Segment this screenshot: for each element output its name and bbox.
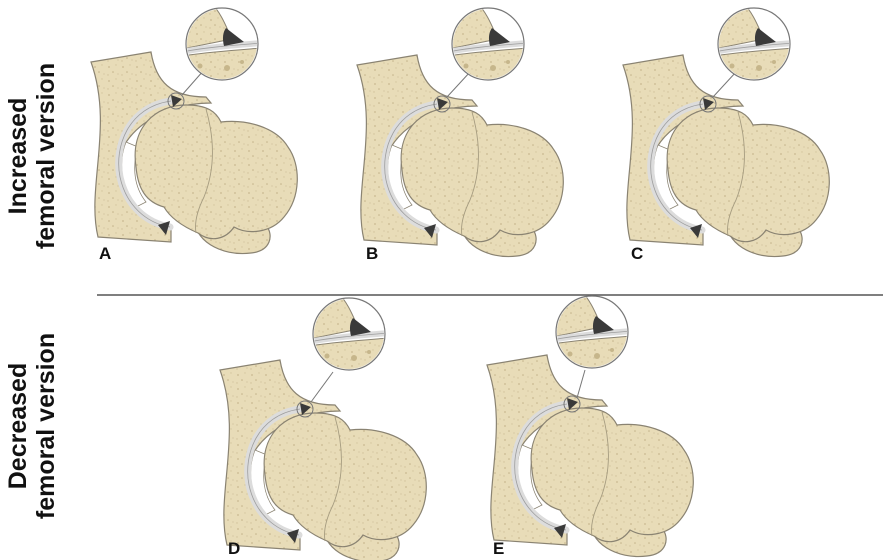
- row-label-increased-line1: Increased: [4, 98, 32, 215]
- panel-letter-e: E: [493, 539, 504, 559]
- panel-b-joint: [357, 4, 563, 257]
- row-label-increased-line2: femoral version: [32, 63, 60, 249]
- panel-letter-a: A: [99, 244, 111, 264]
- row-label-decreased-line1: Decreased: [4, 363, 32, 489]
- row-label-increased: Increased femoral version: [4, 56, 60, 256]
- panel-letter-b: B: [366, 244, 378, 264]
- panel-letter-d: D: [228, 539, 240, 559]
- panel-letter-c: C: [631, 244, 643, 264]
- row-label-decreased: Decreased femoral version: [4, 326, 60, 526]
- panel-c-joint: [623, 4, 829, 257]
- row-label-decreased-line2: femoral version: [32, 333, 60, 519]
- panel-d-joint: [220, 294, 426, 560]
- panel-a-joint: [91, 4, 297, 254]
- panel-e-joint: [487, 292, 693, 557]
